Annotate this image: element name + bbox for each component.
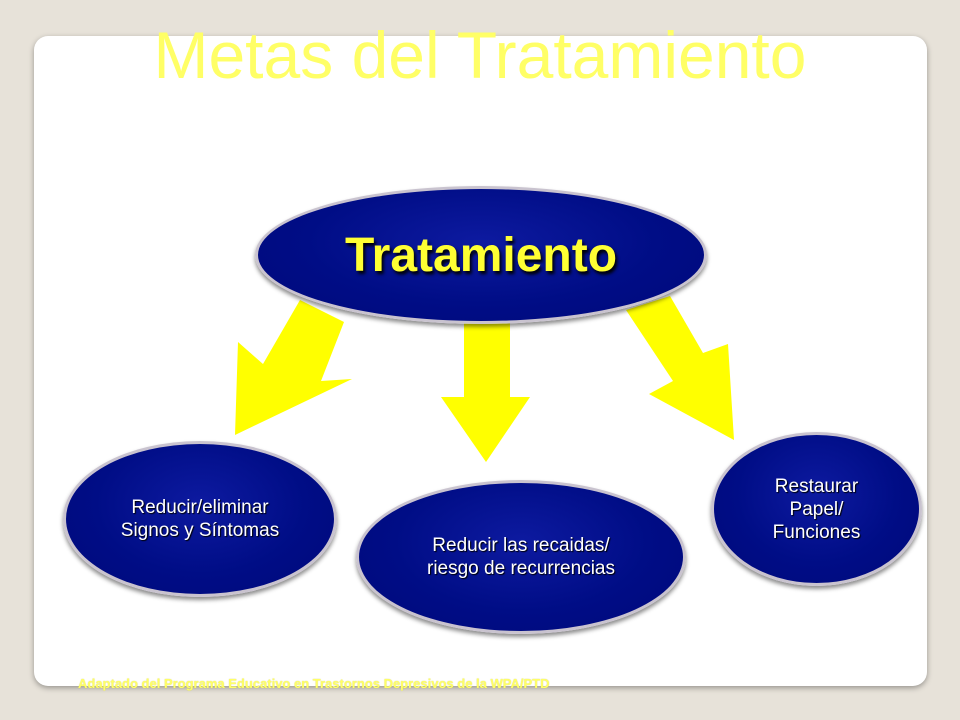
goal-text-restore-functions: Restaurar Papel/ Funciones [763, 475, 871, 544]
center-label: Tratamiento [344, 228, 618, 282]
arrow-down-left-icon [235, 300, 352, 435]
center-ellipse-tratamiento: Tratamiento [255, 186, 707, 324]
goal-text-reduce-symptoms: Reducir/eliminar Signos y Síntomas [111, 496, 289, 542]
goal-line: riesgo de recurrencias [427, 558, 615, 579]
goal-text-reduce-relapses: Reducir las recaidas/ riesgo de recurren… [417, 534, 625, 580]
goal-line: Reducir/eliminar [131, 497, 269, 518]
goal-line: Signos y Síntomas [120, 520, 280, 541]
goal-line: Funciones [772, 521, 861, 543]
arrow-down-icon [441, 323, 530, 462]
goal-line: Restaurar [774, 475, 859, 497]
arrow-down-right-icon [626, 296, 734, 440]
goal-line: Papel/ [789, 498, 844, 520]
slide-footer-credit: Adaptado del Programa Educativo en Trast… [78, 676, 550, 691]
goal-ellipse-restore-functions: Restaurar Papel/ Funciones [711, 432, 922, 586]
slide-title: Metas del Tratamiento [153, 18, 807, 92]
goal-ellipse-reduce-symptoms: Reducir/eliminar Signos y Síntomas [63, 441, 337, 597]
goal-ellipse-reduce-relapses: Reducir las recaidas/ riesgo de recurren… [356, 480, 686, 634]
goal-line: Reducir las recaidas/ [432, 535, 610, 556]
